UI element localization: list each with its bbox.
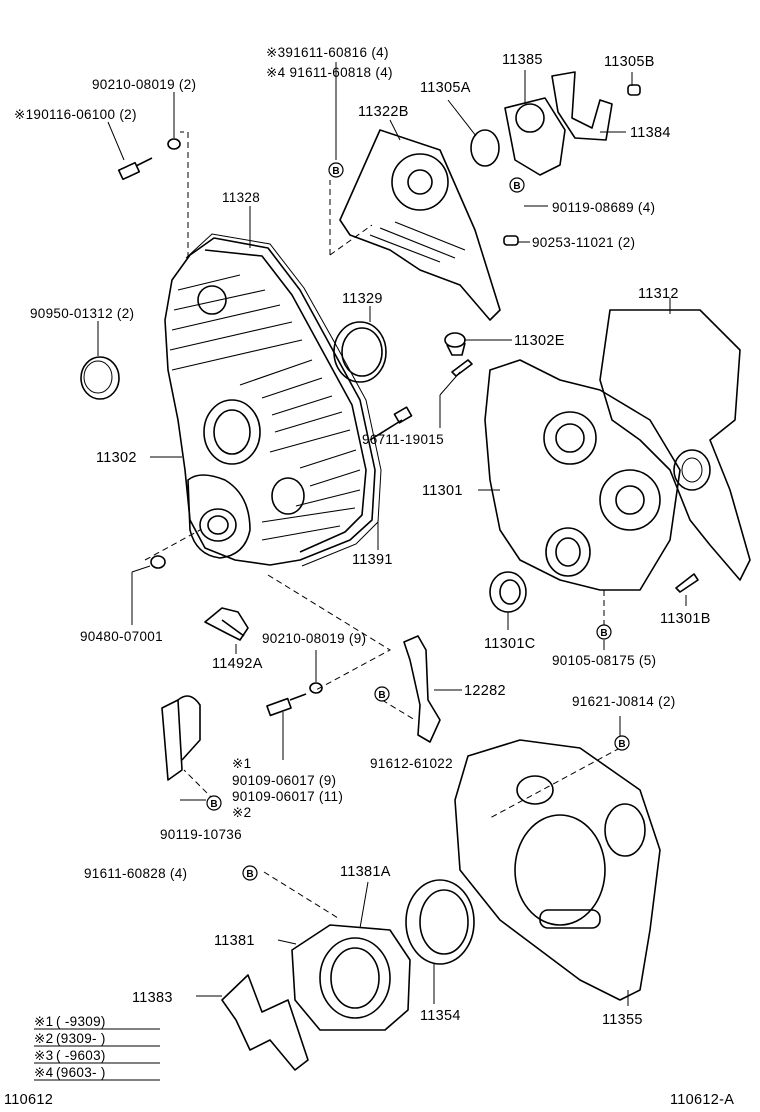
label-11385: 11385	[502, 52, 543, 68]
retainer-11381	[291, 924, 411, 1031]
legend-mark: ※3	[34, 1048, 53, 1063]
bolt-90116	[117, 138, 181, 181]
label-90109-06017-11: 90109-06017 (11)	[232, 789, 343, 804]
svg-text:B: B	[332, 166, 339, 177]
label-11329: 11329	[342, 291, 383, 307]
legend-range: (9603- )	[56, 1065, 106, 1080]
legend-range: (9309- )	[56, 1031, 106, 1046]
oil-seal-retainer-11385	[504, 97, 566, 176]
pin-11391	[369, 406, 413, 441]
label-11301: 11301	[422, 483, 463, 499]
svg-text:B: B	[378, 690, 385, 701]
label-11301B: 11301B	[660, 611, 711, 627]
oring-11329	[333, 321, 387, 383]
legend-mark: ※2	[34, 1031, 53, 1046]
label-91621-J0814: 91621-J0814 (2)	[572, 694, 676, 709]
label-90105-08175: 90105-08175 (5)	[552, 653, 656, 668]
svg-text:B: B	[600, 628, 607, 639]
label-11384: 11384	[630, 125, 671, 141]
svg-text:B: B	[210, 799, 217, 810]
footer-left-code: 110612	[4, 1092, 53, 1108]
oil-seal-11354	[405, 879, 475, 965]
label-90210-08019-9: 90210-08019 (9)	[262, 631, 366, 646]
label-91611-60816: ※391611-60816 (4)	[266, 45, 389, 60]
label-91611-60828: 91611-60828 (4)	[84, 866, 187, 881]
label-11305A: 11305A	[420, 80, 471, 96]
pin-90253	[503, 235, 519, 246]
b-marker: B	[596, 624, 612, 640]
cap-11302E	[444, 332, 466, 356]
note-1: ※1	[232, 756, 251, 771]
plate-11322B	[339, 129, 501, 321]
label-11355: 11355	[602, 1012, 643, 1028]
label-96711-19015: 96711-19015	[362, 432, 444, 447]
label-11383: 11383	[132, 990, 173, 1006]
label-11302E: 11302E	[514, 333, 565, 349]
note-2: ※2	[232, 805, 251, 820]
label-90119-08689: 90119-08689 (4)	[552, 200, 655, 215]
label-11302: 11302	[96, 450, 137, 466]
label-11328: 11328	[222, 190, 260, 205]
part-labels: ※391611-60816 (4) ※4 91611-60818 (4) 113…	[14, 45, 711, 1028]
seal-11301C	[489, 571, 527, 613]
bolt-markers: B B B B B B B	[206, 162, 630, 881]
label-11354: 11354	[420, 1008, 461, 1024]
label-11301C: 11301C	[484, 636, 536, 652]
b-marker: B	[328, 162, 344, 178]
pin-96711	[451, 359, 473, 377]
label-11381: 11381	[214, 933, 255, 949]
gear-case-11301	[484, 359, 711, 591]
label-90210-08019-2: 90210-08019 (2)	[92, 77, 196, 92]
label-90109-06017-9: 90109-06017 (9)	[232, 773, 336, 788]
svg-text:B: B	[246, 869, 253, 880]
leader-lines	[97, 62, 687, 1006]
legend-mark: ※4	[34, 1065, 54, 1080]
label-11322B: 11322B	[358, 104, 409, 120]
legend-range: ( -9309)	[56, 1014, 106, 1029]
legend-range: ( -9603)	[56, 1048, 106, 1063]
label-12282: 12282	[464, 683, 506, 699]
b-marker: B	[374, 686, 390, 702]
label-11391: 11391	[352, 552, 393, 568]
b-marker: B	[614, 735, 630, 751]
clip-11492A	[204, 607, 249, 641]
key-11305B	[627, 84, 641, 96]
label-91612-61022: 91612-61022	[370, 756, 453, 771]
gasket-11312	[599, 309, 751, 581]
gasket-11384	[551, 71, 613, 141]
retainer-11383	[221, 974, 309, 1071]
b-marker: B	[509, 177, 525, 193]
timing-cover-11302	[164, 237, 376, 566]
end-plate-11355	[454, 739, 661, 1001]
label-90480-07001: 90480-07001	[80, 629, 163, 644]
label-11305B: 11305B	[604, 54, 655, 70]
label-11492A: 11492A	[212, 656, 263, 672]
legend-mark: ※1	[34, 1014, 53, 1029]
label-91611-60818: ※4 91611-60818 (4)	[266, 65, 393, 80]
bolt-90109	[266, 682, 323, 717]
plug-90950	[80, 356, 120, 400]
label-11381A: 11381A	[340, 864, 391, 880]
label-190116-06100: ※190116-06100 (2)	[14, 107, 137, 122]
footer-right-code: 110612-A	[670, 1092, 734, 1108]
svg-text:B: B	[513, 181, 520, 192]
applicability-legend: ※1 ( -9309) ※2 (9309- ) ※3 ( -9603) ※4 (…	[34, 1014, 160, 1081]
svg-text:B: B	[618, 739, 625, 750]
b-marker: B	[206, 795, 222, 811]
bracket-12282	[403, 635, 441, 743]
dashed-guides	[144, 131, 621, 919]
stud-11301B	[675, 573, 699, 593]
label-11312: 11312	[638, 286, 679, 302]
bracket-90119-10736	[161, 695, 201, 781]
label-90119-10736: 90119-10736	[160, 827, 242, 842]
ring-90480	[150, 555, 166, 569]
seal-11305A	[470, 129, 500, 167]
b-marker: B	[242, 865, 258, 881]
label-90950-01312: 90950-01312 (2)	[30, 306, 134, 321]
label-90253-11021: 90253-11021 (2)	[532, 235, 635, 250]
